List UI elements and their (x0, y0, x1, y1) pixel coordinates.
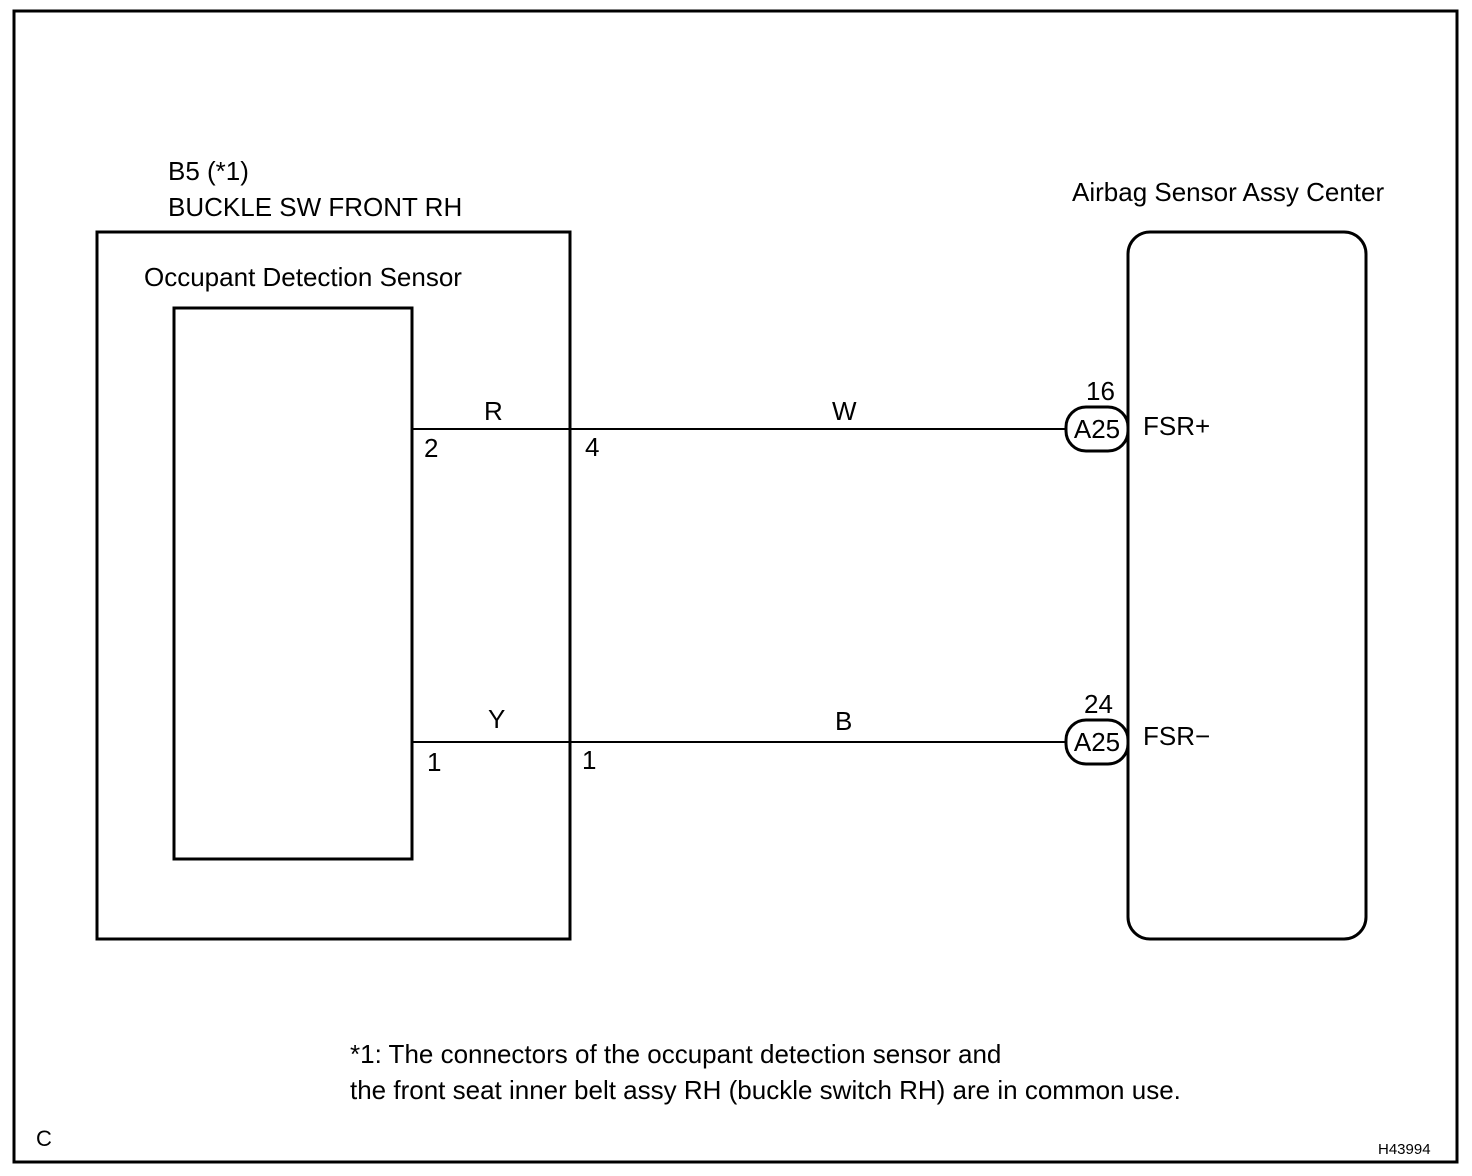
sensor-name: Occupant Detection Sensor (144, 262, 462, 292)
harness-wire-color: B (835, 706, 852, 736)
ecu-connector-label: A25 (1074, 414, 1120, 444)
terminal-name: FSR+ (1143, 411, 1210, 441)
connector-badge (1064, 718, 1130, 766)
outer-pin-number: 4 (585, 432, 599, 462)
footnote-line-2: the front seat inner belt assy RH (buckl… (350, 1075, 1181, 1105)
wire-fsr-minus: Y 1 1 B 24 A25 FSR− (412, 689, 1210, 777)
ecu-name: Airbag Sensor Assy Center (1072, 177, 1384, 207)
connector-id-label: B5 (*1) (168, 156, 249, 186)
connector-badge (1064, 405, 1130, 453)
corner-label: C (36, 1126, 52, 1151)
occupant-detection-sensor-box (172, 306, 414, 861)
airbag-sensor-assy-box (1126, 230, 1368, 941)
inner-wire-color: Y (488, 704, 505, 734)
ecu-pin-number: 24 (1084, 689, 1113, 719)
harness-wire-color: W (832, 396, 857, 426)
outer-pin-number: 1 (582, 745, 596, 775)
footnote-line-1: *1: The connectors of the occupant detec… (350, 1039, 1001, 1069)
ecu-connector-label: A25 (1074, 727, 1120, 757)
connector-name: BUCKLE SW FRONT RH (168, 192, 462, 222)
figure-code: H43994 (1378, 1141, 1431, 1158)
inner-pin-number: 2 (424, 433, 438, 463)
inner-pin-number: 1 (427, 747, 441, 777)
ecu-pin-number: 16 (1086, 376, 1115, 406)
diagram-frame (12, 9, 1459, 1164)
inner-wire-color: R (484, 396, 503, 426)
terminal-name: FSR− (1143, 721, 1210, 751)
buckle-switch-box (95, 230, 572, 941)
wire-fsr-plus: R 2 4 W 16 A25 FSR+ (412, 376, 1210, 463)
